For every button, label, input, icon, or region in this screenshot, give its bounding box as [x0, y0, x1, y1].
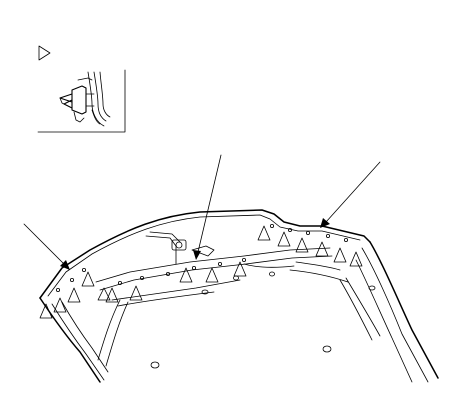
- leader-line-right: [325, 161, 381, 223]
- clip-marker-icon: [333, 247, 347, 263]
- leader-line-center: [197, 154, 222, 253]
- clip-marker-icon: [277, 231, 291, 247]
- clip-marker-icon: [205, 267, 219, 283]
- clip-detail-inset: [37, 69, 126, 133]
- clip-marker-icon: [39, 303, 53, 319]
- triangle-marker-icon: [38, 45, 51, 61]
- clip-marker-icon: [97, 287, 111, 301]
- clip-marker-icon: [179, 267, 193, 283]
- clip-marker-icon: [257, 225, 271, 241]
- arrowhead-icon: [193, 250, 201, 260]
- clip-marker-icon: [129, 285, 143, 301]
- clip-marker-icon: [67, 287, 81, 303]
- clip-marker-icon: [233, 261, 247, 277]
- clip-marker-icon: [349, 251, 363, 267]
- clip-marker-icon: [315, 241, 329, 257]
- leader-lines: [23, 154, 381, 270]
- clip-markers: [39, 225, 363, 319]
- hood-panel: [39, 209, 439, 383]
- clip-marker-icon: [105, 287, 119, 303]
- arrowhead-icon: [320, 218, 330, 228]
- push-clip-detail: [59, 71, 111, 127]
- clip-marker-icon: [53, 297, 67, 313]
- arrowhead-icon: [60, 260, 70, 270]
- leader-line-left: [23, 223, 65, 265]
- clip-marker-icon: [81, 271, 95, 287]
- clip-marker-icon: [295, 237, 309, 253]
